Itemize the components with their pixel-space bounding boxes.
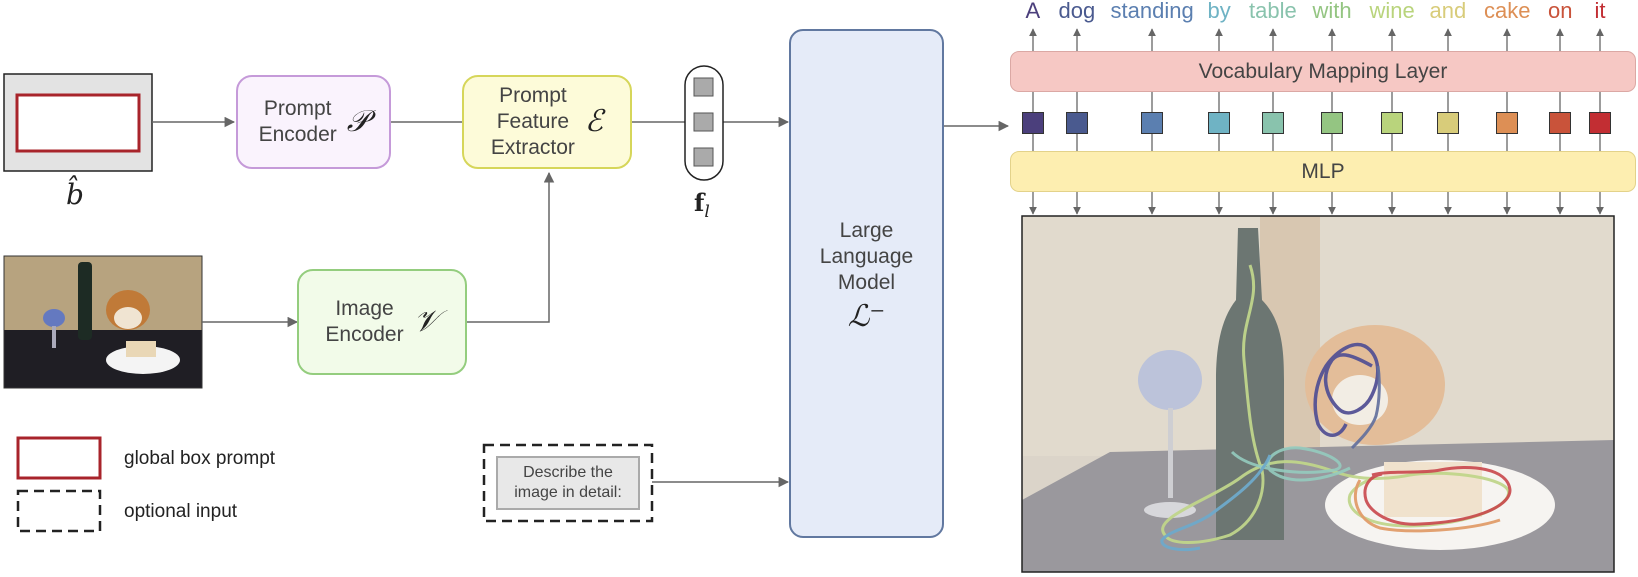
token-square-6 bbox=[1321, 112, 1343, 134]
output-word-table: table bbox=[1249, 0, 1297, 23]
llm-line3: Model bbox=[837, 270, 896, 294]
output-word-by: by bbox=[1207, 0, 1231, 23]
image-encoder-symbol: 𝒱 bbox=[413, 304, 439, 339]
token-square-4 bbox=[1208, 112, 1230, 134]
feature-extractor-label: Prompt Feature Extractor bbox=[491, 83, 575, 161]
legend-global-box-label: global box prompt bbox=[124, 448, 276, 469]
prompt-feature-extractor-box: Prompt Feature Extractor ℰ bbox=[462, 75, 632, 169]
llm-symbol: ℒ⁻ bbox=[847, 298, 886, 334]
token-square-2 bbox=[1066, 112, 1088, 134]
llm-label: Large Language Model bbox=[820, 218, 913, 296]
image-encoder-line2: Encoder bbox=[325, 323, 404, 346]
optional-prompt-text: Describe the image in detail: bbox=[514, 464, 622, 501]
llm-box: Large Language Model ℒ⁻ bbox=[789, 29, 944, 538]
prompt-encoder-box: Prompt Encoder 𝒫 bbox=[236, 75, 391, 169]
feature-symbol: fl bbox=[694, 188, 710, 222]
box-prompt-symbol: b̂ bbox=[66, 178, 84, 211]
output-word-with: with bbox=[1312, 0, 1352, 23]
output-image-border bbox=[1021, 215, 1615, 573]
prompt-encoder-symbol: 𝒫 bbox=[346, 104, 369, 139]
feature-extractor-line2: Feature bbox=[496, 110, 570, 133]
feature-extractor-line1: Prompt bbox=[499, 84, 567, 107]
llm-line1: Large bbox=[839, 218, 894, 242]
output-word-it: it bbox=[1594, 0, 1606, 23]
feature-extractor-symbol: ℰ bbox=[584, 104, 604, 139]
feature-symbol-main: f bbox=[694, 188, 705, 217]
prompt-encoder-line1: Prompt bbox=[263, 97, 332, 120]
token-square-9 bbox=[1496, 112, 1518, 134]
output-word-dog: dog bbox=[1058, 0, 1096, 23]
mlp-label: MLP bbox=[1301, 159, 1345, 183]
input-image-thumbnail bbox=[4, 256, 202, 388]
image-encoder-box: Image Encoder 𝒱 bbox=[297, 269, 467, 375]
prompt-encoder-label: Prompt Encoder bbox=[259, 96, 337, 148]
image-encoder-label: Image Encoder bbox=[325, 296, 403, 348]
output-word-cake: cake bbox=[1484, 0, 1531, 23]
arrow-image-encoder-to-extractor bbox=[466, 171, 555, 323]
token-square-1 bbox=[1022, 112, 1044, 134]
output-word-and: and bbox=[1429, 0, 1467, 23]
output-word-standing: standing bbox=[1110, 0, 1194, 23]
token-square-10 bbox=[1549, 112, 1571, 134]
token-arrows bbox=[1029, 28, 1604, 215]
token-square-7 bbox=[1381, 112, 1403, 134]
output-attention-image bbox=[1022, 216, 1614, 572]
token-square-8 bbox=[1437, 112, 1459, 134]
legend-dashed-box-icon bbox=[16, 489, 102, 533]
legend-red-box-icon bbox=[16, 436, 102, 480]
llm-line2: Language bbox=[819, 244, 914, 268]
box-prompt-thumbnail bbox=[3, 73, 153, 172]
token-square-3 bbox=[1141, 112, 1163, 134]
output-word-A: A bbox=[1025, 0, 1041, 23]
optional-prompt-frame bbox=[482, 443, 654, 523]
vocab-layer-label: Vocabulary Mapping Layer bbox=[1198, 59, 1448, 83]
output-word-wine: wine bbox=[1369, 0, 1415, 23]
legend-optional-label: optional input bbox=[124, 501, 238, 522]
feature-extractor-line3: Extractor bbox=[490, 136, 575, 159]
image-encoder-line1: Image bbox=[335, 297, 394, 320]
feature-symbol-subscript: l bbox=[704, 201, 710, 222]
output-word-on: on bbox=[1548, 0, 1573, 23]
token-square-11 bbox=[1589, 112, 1611, 134]
token-square-5 bbox=[1262, 112, 1284, 134]
vocabulary-mapping-layer: Vocabulary Mapping Layer bbox=[1010, 51, 1636, 92]
prompt-encoder-line2: Encoder bbox=[258, 123, 337, 146]
feature-vector-capsule bbox=[684, 65, 724, 181]
mlp-layer: MLP bbox=[1010, 151, 1636, 192]
optional-prompt-box: Describe the image in detail: bbox=[496, 456, 640, 510]
